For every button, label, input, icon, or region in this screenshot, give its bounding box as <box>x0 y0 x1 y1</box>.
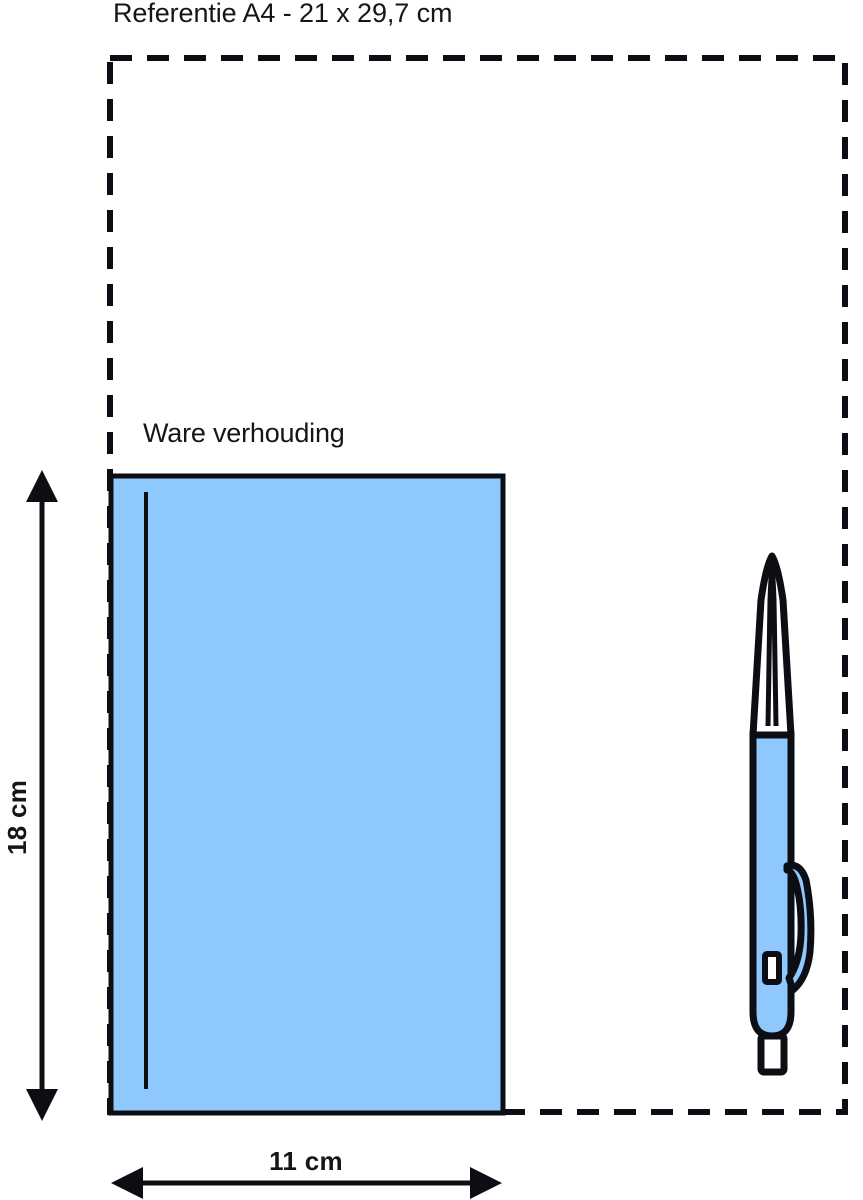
pen-clip <box>783 861 815 994</box>
height-dimension-label: 18 cm <box>2 780 32 855</box>
product-rectangle <box>108 473 506 1116</box>
vertical-dimension-arrow-bottom <box>26 1089 58 1121</box>
pen-barrel <box>749 729 795 1040</box>
pen-point <box>766 553 778 572</box>
horizontal-dimension-arrow-left <box>111 1167 143 1199</box>
vertical-dimension-arrow-top <box>26 470 58 502</box>
pen-plunger <box>757 1032 788 1076</box>
horizontal-dimension-arrow-right <box>470 1167 502 1199</box>
ballpoint-pen-illustration <box>749 552 815 1076</box>
vertical-dimension-line <box>26 470 58 1121</box>
a4-reference-title: Referentie A4 - 21 x 29,7 cm <box>113 0 452 28</box>
horizontal-dimension-line <box>111 1167 502 1199</box>
pen-barrel-slot <box>762 951 782 985</box>
width-dimension-label: 11 cm <box>269 1146 343 1176</box>
true-scale-label: Ware verhouding <box>143 418 345 448</box>
